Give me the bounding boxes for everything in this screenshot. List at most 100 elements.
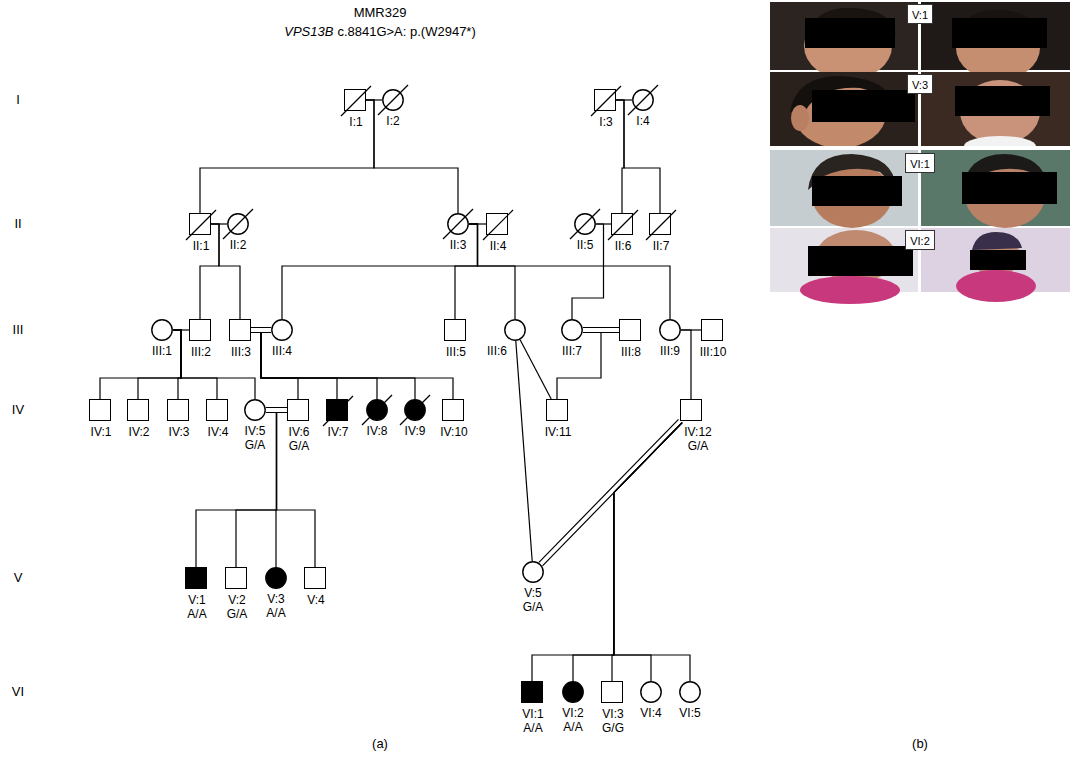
circle-outline	[680, 682, 700, 702]
photo	[921, 72, 1070, 146]
individual-id: VI:2	[562, 706, 583, 720]
female-circle: II:3	[447, 213, 469, 235]
symbol	[702, 320, 724, 342]
individual-id: III:5	[446, 345, 466, 359]
male-square: VI:1A/A	[521, 681, 543, 703]
individual-id: IV:6	[289, 425, 310, 439]
individual-id: IV:12	[684, 425, 712, 439]
individual-id: IV:3	[169, 425, 190, 439]
subtitle-row: VPS13Bc.8841G>A: p.(W2947*)	[0, 24, 760, 40]
symbol	[151, 319, 173, 341]
symbol	[190, 214, 212, 236]
individual-id: III:7	[562, 344, 582, 358]
individual-id: III:8	[621, 345, 641, 359]
male-square: V:1A/A	[185, 567, 207, 589]
symbol	[681, 400, 703, 422]
symbol	[230, 320, 252, 342]
symbol	[659, 319, 681, 341]
descent-line	[282, 224, 478, 319]
symbol	[305, 568, 327, 590]
descent-line	[614, 423, 690, 681]
circle-outline	[245, 400, 265, 420]
photo-label: V:3	[907, 74, 933, 94]
deceased-slash	[443, 209, 473, 239]
individual-id: IV:4	[208, 425, 229, 439]
descent-line	[236, 413, 277, 568]
genotype: G/A	[245, 438, 266, 452]
individual-id: II:3	[450, 238, 467, 252]
deceased-slash	[223, 209, 253, 239]
female-circle: IV:8	[366, 399, 388, 421]
gene-variant: c.8841G>A: p.(W2947*)	[337, 24, 475, 39]
symbol	[445, 320, 467, 342]
circle-outline	[641, 682, 661, 702]
deceased-slash	[608, 210, 638, 240]
generation-number: III	[13, 322, 24, 338]
male-square: I:1	[344, 89, 366, 111]
female-circle: II:2	[227, 213, 249, 235]
symbol	[168, 400, 190, 422]
pedigree-title: MMR329	[0, 5, 760, 20]
deceased-slash	[341, 86, 371, 116]
descent-line	[612, 423, 682, 681]
censor-bar	[812, 176, 902, 206]
symbol	[522, 561, 544, 583]
genotype: G/A	[227, 607, 248, 621]
descent-line	[616, 100, 660, 213]
symbol	[207, 400, 229, 422]
circle-outline	[152, 320, 172, 340]
individual-id: IV:10	[440, 425, 468, 439]
marriage-line	[539, 419, 682, 566]
descent-line	[251, 333, 415, 400]
generation-number: V	[14, 570, 23, 586]
male-square: IV:12G/A	[680, 399, 702, 421]
genotype: A/A	[563, 720, 582, 734]
individual-id: IV:9	[405, 424, 426, 438]
circle-outline	[660, 320, 680, 340]
male-square: IV:6G/A	[287, 399, 309, 421]
symbol	[90, 400, 112, 422]
female-circle: III:7	[561, 319, 583, 341]
individual-id: I:4	[636, 114, 649, 128]
descent-line	[200, 224, 219, 319]
hair	[972, 232, 1022, 250]
male-square: V:4	[304, 567, 326, 589]
male-square: II:4	[486, 213, 508, 235]
male-square: III:2	[189, 319, 211, 341]
symbol	[244, 399, 266, 421]
symbol	[620, 320, 642, 342]
individual-id: I:1	[349, 115, 362, 129]
deceased-slash	[628, 85, 658, 115]
descent-line	[251, 333, 337, 400]
male-square: III:10	[701, 319, 723, 341]
photo-label: VI:2	[905, 230, 935, 250]
symbol	[128, 400, 150, 422]
individual-id: II:4	[490, 239, 507, 253]
symbol	[504, 319, 526, 341]
male-square: II:7	[649, 213, 671, 235]
individual-id: IV:8	[367, 424, 388, 438]
deceased-slash	[362, 395, 392, 425]
male-square: IV:10	[442, 399, 464, 421]
circle-outline	[563, 682, 583, 702]
male-square: VI:3G/G	[601, 681, 623, 703]
individual-id: V:1	[912, 9, 928, 21]
marriage-line	[251, 328, 271, 333]
censor-bar	[805, 18, 895, 48]
individual-id: III:3	[231, 345, 251, 359]
individual-id: VI:2	[910, 235, 930, 247]
deceased-slash	[591, 86, 621, 116]
male-square: IV:1	[89, 399, 111, 421]
deceased-slash	[570, 209, 600, 239]
descent-line	[572, 224, 604, 319]
individual-id: V:2	[228, 593, 246, 607]
photo-row	[770, 2, 1070, 80]
photo-label: V:1	[907, 4, 933, 24]
genotype: G/A	[523, 600, 544, 614]
male-square: III:5	[444, 319, 466, 341]
male-square: IV:3	[167, 399, 189, 421]
circle-outline	[272, 320, 292, 340]
photo-divider	[770, 146, 1070, 150]
